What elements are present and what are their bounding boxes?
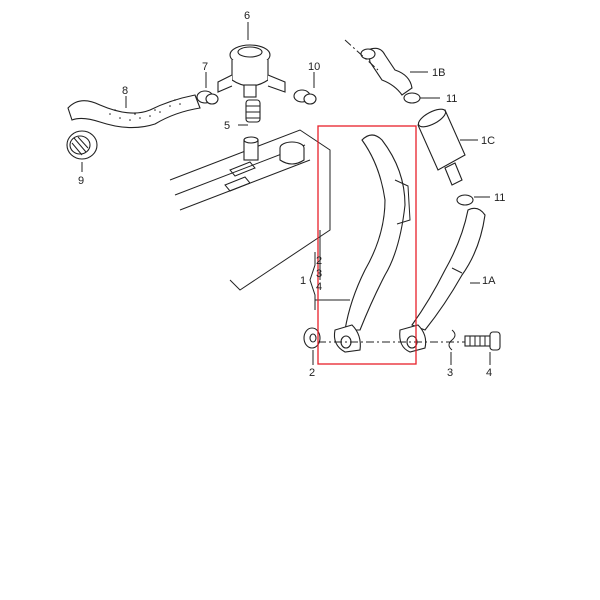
part-9-filter bbox=[66, 130, 98, 160]
label-group-4: 4 bbox=[316, 281, 322, 293]
label-11-lower: 11 bbox=[494, 192, 505, 204]
part-5-connector bbox=[245, 99, 261, 123]
part-1B-elbow bbox=[360, 47, 413, 96]
label-11-upper: 11 bbox=[446, 93, 457, 105]
part-1-breather-hose bbox=[333, 134, 411, 353]
label-1: 1 bbox=[300, 275, 306, 287]
label-group-3: 3 bbox=[316, 268, 322, 280]
part-6-pressure-valve bbox=[217, 44, 286, 98]
part-4-bolt bbox=[464, 331, 501, 351]
part-7-clamp bbox=[196, 90, 219, 105]
part-11-clamp-upper bbox=[403, 92, 421, 104]
part-8-hose bbox=[67, 94, 201, 129]
part-11-clamp-lower bbox=[456, 194, 474, 206]
oil-filler-cap bbox=[243, 136, 305, 165]
label-4: 4 bbox=[486, 367, 492, 379]
part-2-washer bbox=[303, 327, 321, 349]
part-3-clip bbox=[448, 329, 456, 351]
leader-lines bbox=[81, 22, 491, 365]
label-8: 8 bbox=[122, 85, 128, 97]
label-1C: 1C bbox=[481, 135, 495, 147]
label-1B: 1B bbox=[432, 67, 445, 79]
highlight-box bbox=[317, 125, 417, 365]
label-9: 9 bbox=[78, 175, 84, 187]
valve-cover bbox=[169, 129, 331, 291]
part-1C-valve bbox=[417, 108, 466, 186]
label-group-2: 2 bbox=[316, 255, 322, 267]
label-7: 7 bbox=[202, 61, 208, 73]
label-1A: 1A bbox=[482, 275, 496, 287]
label-5: 5 bbox=[224, 120, 230, 132]
label-2: 2 bbox=[309, 367, 315, 379]
label-10: 10 bbox=[308, 61, 320, 73]
part-1A-hose bbox=[399, 207, 486, 353]
label-6: 6 bbox=[244, 10, 250, 22]
label-3: 3 bbox=[447, 367, 453, 379]
part-10-clamp bbox=[293, 89, 317, 105]
